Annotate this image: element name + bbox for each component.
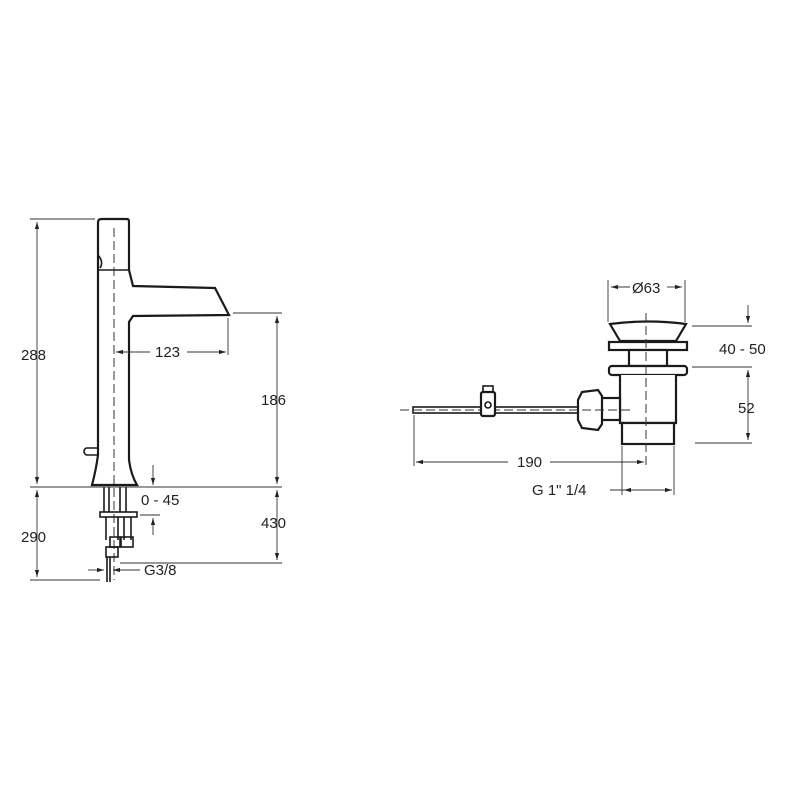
dim-spout-height: 186 — [261, 392, 286, 409]
drain-tail — [620, 421, 676, 446]
dim-body-height: 52 — [738, 400, 755, 417]
faucet-drawing: 288 123 186 290 0 - 45 430 G3/8 — [21, 217, 286, 582]
dim-connection-thread: G3/8 — [144, 562, 177, 579]
dim-spout-reach: 123 — [155, 344, 180, 361]
dim-hose-length: 430 — [261, 515, 286, 532]
dim-deck-thickness: 0 - 45 — [141, 492, 179, 509]
dim-cap-diameter: Ø63 — [632, 280, 660, 297]
faucet-connections — [99, 487, 138, 582]
clamp-screw — [482, 385, 494, 393]
drain-flange-bottom — [607, 364, 689, 377]
drain-neck — [627, 348, 669, 368]
drain-drawing: Ø63 40 - 50 52 190 G 1" 1/4 — [400, 280, 766, 499]
handle-notch — [97, 254, 103, 269]
popup-lever — [83, 447, 98, 456]
faucet-body — [90, 217, 231, 487]
dim-rod-length: 190 — [517, 454, 542, 471]
dim-total-height: 288 — [21, 347, 46, 364]
rod-clamp — [479, 390, 497, 418]
dim-cap-height-range: 40 - 50 — [719, 341, 766, 358]
dim-below-deck: 290 — [21, 529, 46, 546]
drain-flange-top — [607, 340, 689, 352]
dim-outlet-thread: G 1" 1/4 — [532, 482, 587, 499]
drain-cap — [608, 320, 688, 343]
drain-body — [618, 375, 678, 425]
